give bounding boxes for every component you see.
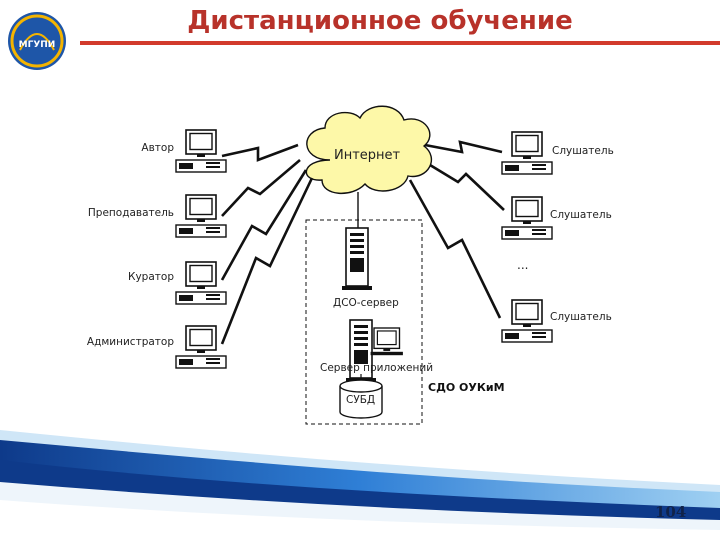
computer-icon <box>501 131 553 175</box>
ellipsis-label: ... <box>517 258 529 272</box>
node-label-student: Слушатель <box>552 145 614 157</box>
svg-text:МГУПИ: МГУПИ <box>19 40 56 50</box>
internet-label: Интернет <box>334 148 401 163</box>
computer-icon <box>175 194 227 238</box>
sdo-boundary <box>305 219 423 425</box>
node-label-admin: Администратор <box>86 336 174 348</box>
wireless-link <box>408 179 502 319</box>
sdo-group-label: СДО ОУКиМ <box>428 381 505 394</box>
wireless-link <box>429 163 505 211</box>
page-number: 104 <box>655 503 687 521</box>
node-label-teacher: Преподаватель <box>87 207 174 219</box>
computer-icon <box>175 325 227 369</box>
computer-icon <box>501 299 553 343</box>
computer-icon <box>175 129 227 173</box>
dbms-label: СУБД <box>346 394 376 406</box>
node-label-curator: Куратор <box>128 271 174 283</box>
node-label-student: Слушатель <box>550 311 612 323</box>
database-icon <box>339 379 383 419</box>
wireless-link <box>220 169 308 281</box>
title-underline <box>80 41 720 45</box>
internet-cloud <box>305 105 433 195</box>
node-label-student: Слушатель <box>550 209 612 221</box>
computer-icon <box>501 196 553 240</box>
page-title: Дистанционное обучение <box>187 6 573 36</box>
node-label-author: Автор <box>141 142 174 154</box>
footer-wave <box>0 430 720 540</box>
wireless-link <box>424 140 503 154</box>
wireless-link <box>220 177 314 345</box>
app-server-label: Сервер приложений <box>320 362 434 374</box>
university-logo: МГУПИ <box>8 12 66 70</box>
wireless-link <box>221 143 299 162</box>
server-icon <box>341 227 373 291</box>
sdo-server-label: ДСО-сервер <box>333 297 399 309</box>
computer-icon <box>175 261 227 305</box>
wireless-link <box>221 159 301 217</box>
